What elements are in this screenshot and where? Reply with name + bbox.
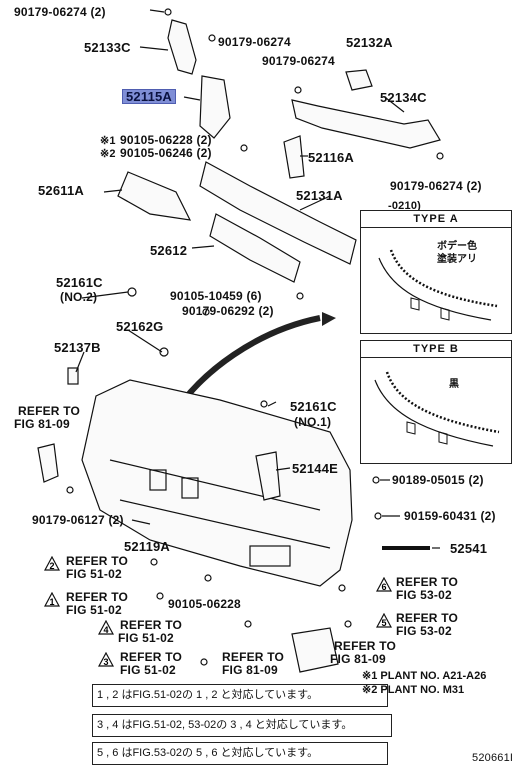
part-52119a <box>81 379 353 587</box>
type-a-box: TYPE A ボデー色 塗装アリ <box>360 210 512 334</box>
label-52162g[interactable]: 52162G <box>116 319 164 334</box>
refer-81-09-c-line2[interactable]: FIG 81-09 <box>330 652 386 666</box>
refer-81-09-a-line2[interactable]: FIG 81-09 <box>14 417 70 431</box>
label-90105-06246-2[interactable]: 90105-06246 (2) <box>120 146 212 160</box>
triangle-1-icon: 1 <box>44 592 60 607</box>
label-90105-06228-2[interactable]: 90105-06228 (2) <box>120 133 212 147</box>
legend-row-2: 3 , 4 はFIG.51-02, 53-02の 3 , 4 と対応しています。 <box>92 714 392 737</box>
refer-6-53-02-line1[interactable]: REFER TO <box>396 575 459 589</box>
label-90179-06127[interactable]: 90179-06127 (2) <box>32 513 124 527</box>
label-90179-06274-b[interactable]: 90179-06274 <box>218 35 291 49</box>
label-52611a[interactable]: 52611A <box>38 183 85 198</box>
refer-3-51-02-line1[interactable]: REFER TO <box>120 650 183 664</box>
label-90189-05015[interactable]: 90189-05015 (2) <box>392 473 484 487</box>
part-52144e <box>255 451 281 501</box>
legend-row-3: 5 , 6 はFIG.53-02の 5 , 6 と対応しています。 <box>92 742 388 765</box>
refer-5-53-02-line1[interactable]: REFER TO <box>396 611 459 625</box>
plant-note-1: ※1 PLANT NO. A21-A26 <box>362 670 487 682</box>
svg-text:1: 1 <box>49 597 54 607</box>
svg-text:3: 3 <box>103 657 108 667</box>
part-52611a <box>117 171 192 221</box>
diagram-id: 520661I <box>472 752 514 764</box>
svg-text:4: 4 <box>103 625 108 635</box>
type-b-detail-drawing <box>374 371 500 447</box>
label-52131a[interactable]: 52131A <box>296 188 343 203</box>
label-52116a[interactable]: 52116A <box>308 150 355 165</box>
svg-text:6: 6 <box>381 582 386 592</box>
label-52161c-no1[interactable]: 52161C <box>290 399 337 414</box>
type-a-detail-drawing <box>378 249 498 321</box>
triangle-4-icon: 4 <box>98 620 114 635</box>
triangle-3-icon: 3 <box>98 652 114 667</box>
label-52161c-no2-sub: (NO.2) <box>60 290 98 304</box>
triangle-6-icon: 6 <box>376 577 392 592</box>
refer-3-51-02-line2[interactable]: FIG 51-02 <box>120 663 176 677</box>
label-52133c[interactable]: 52133C <box>84 40 131 55</box>
part-52134c <box>291 99 441 149</box>
type-b-note: 黒 <box>449 379 459 390</box>
part-52131a <box>199 161 357 265</box>
svg-text:2: 2 <box>49 561 54 571</box>
refer-1-51-02-line2[interactable]: FIG 51-02 <box>66 603 122 617</box>
refer-4-51-02-line2[interactable]: FIG 51-02 <box>118 631 174 645</box>
type-a-note-2: 塗装アリ <box>437 254 477 265</box>
label-52144e[interactable]: 52144E <box>292 461 339 476</box>
refer-81-09-b-line2[interactable]: FIG 81-09 <box>222 663 278 677</box>
type-a-title: TYPE A <box>361 211 511 228</box>
triangle-2-icon: 2 <box>44 556 60 571</box>
label-52137b[interactable]: 52137B <box>54 340 101 355</box>
type-b-title: TYPE B <box>361 341 511 358</box>
refer-6-53-02-line2[interactable]: FIG 53-02 <box>396 588 452 602</box>
label-52161c-no1-sub: (NO.1) <box>294 415 332 429</box>
label-90179-06274-c[interactable]: 90179-06274 <box>262 54 335 68</box>
refer-1-51-02-line1[interactable]: REFER TO <box>66 590 129 604</box>
part-52115a <box>199 75 231 139</box>
label-52115a[interactable]: 52115A <box>122 89 177 104</box>
refer-5-53-02-line2[interactable]: FIG 53-02 <box>396 624 452 638</box>
refer-81-09-b-line1[interactable]: REFER TO <box>222 650 285 664</box>
part-52137b <box>67 367 79 385</box>
legend-row-1: 1 , 2 はFIG.51-02の 1 , 2 と対応しています。 <box>92 684 388 707</box>
refer-4-51-02-line1[interactable]: REFER TO <box>120 618 183 632</box>
type-b-box: TYPE B 黒 <box>360 340 512 464</box>
label-90105-10459[interactable]: 90105-10459 (6) <box>170 289 262 303</box>
refer-2-51-02-line1[interactable]: REFER TO <box>66 554 129 568</box>
refer-81-09-a-line1[interactable]: REFER TO <box>18 404 81 418</box>
part-52133c <box>167 19 197 75</box>
label-90179-06274-a[interactable]: 90179-06274 (2) <box>14 5 106 19</box>
star-mark-1: ※1 <box>100 135 116 147</box>
type-a-note-1: ボデー色 <box>437 241 477 252</box>
label-90179-06274-d[interactable]: 90179-06274 (2) <box>390 179 482 193</box>
label-90179-06292[interactable]: 90179-06292 (2) <box>182 304 274 318</box>
label-90105-06228[interactable]: 90105-06228 <box>168 597 241 611</box>
svg-text:5: 5 <box>381 618 386 628</box>
label-52161c-no2[interactable]: 52161C <box>56 275 103 290</box>
star-mark-2: ※2 <box>100 148 116 160</box>
refer-2-51-02-line2[interactable]: FIG 51-02 <box>66 567 122 581</box>
part-52132a <box>345 69 373 91</box>
label-52132a[interactable]: 52132A <box>346 35 393 50</box>
label-52119a[interactable]: 52119A <box>124 539 171 554</box>
refer-81-09-c-line1[interactable]: REFER TO <box>334 639 397 653</box>
label-52612[interactable]: 52612 <box>150 243 188 258</box>
part-52116a <box>283 135 305 179</box>
label-90159-60431[interactable]: 90159-60431 (2) <box>404 509 496 523</box>
label-52134c[interactable]: 52134C <box>380 90 427 105</box>
code-0210: -0210) <box>388 200 421 212</box>
label-52541[interactable]: 52541 <box>450 541 488 556</box>
triangle-5-icon: 5 <box>376 613 392 628</box>
part-52612 <box>209 213 301 283</box>
